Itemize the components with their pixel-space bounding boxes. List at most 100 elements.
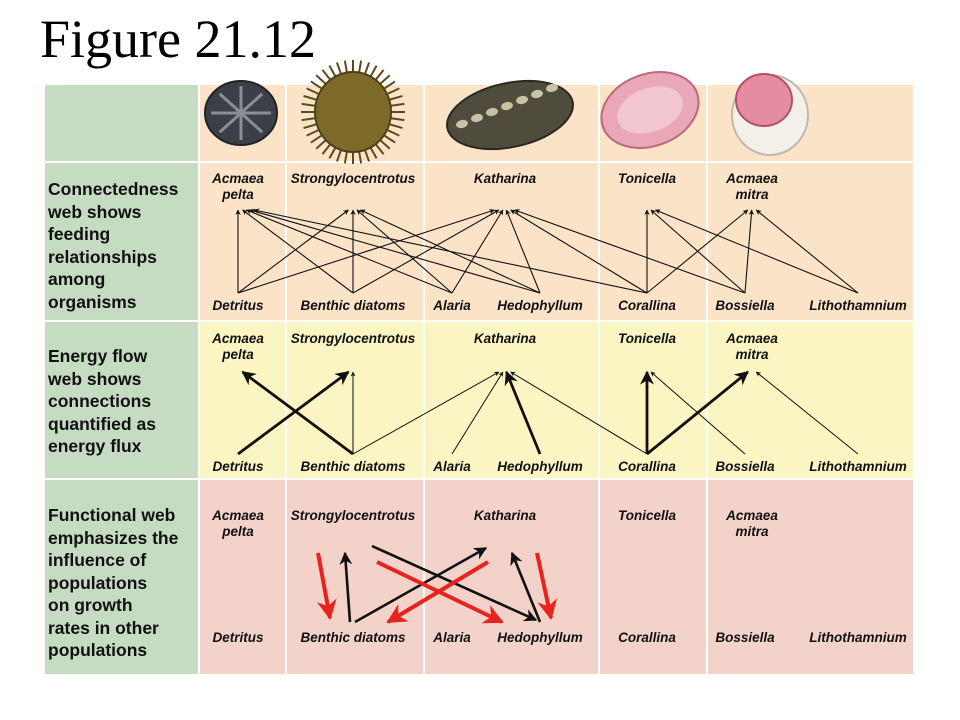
link-lithothamnium-to-acmaea-mitra xyxy=(755,209,859,294)
resource-corallina: Corallina xyxy=(618,298,676,313)
katharina-plate xyxy=(546,83,558,93)
katharina-plate xyxy=(456,119,468,129)
consumer-strongylocentrotus: Strongylocentrotus xyxy=(290,171,416,186)
functional-black-benthic-diatoms-to-strongylocentrotus xyxy=(339,551,353,623)
energy-detritus-to-strongylocentrotus xyxy=(237,370,350,456)
functional-row-cell-5 xyxy=(708,480,913,674)
consumer-katharina: Katharina xyxy=(473,331,537,346)
link-alaria-to-katharina xyxy=(451,209,504,294)
resource-detritus: Detritus xyxy=(212,298,264,313)
link-hedophyllum-to-katharina xyxy=(505,209,541,294)
images-row-label-cell xyxy=(45,85,198,161)
resource-hedophyllum: Hedophyllum xyxy=(497,459,583,474)
resource-corallina: Corallina xyxy=(618,459,676,474)
consumer-acmaea-pelta: Acmaea pelta xyxy=(212,171,264,202)
link-detritus-to-katharina xyxy=(237,208,495,294)
link-alaria-to-acmaea-pelta xyxy=(246,209,453,294)
functional-black-hedophyllum-to-katharina xyxy=(510,551,542,623)
consumer-acmaea-mitra: Acmaea mitra xyxy=(726,508,778,539)
limpet-ridge xyxy=(218,92,243,115)
link-detritus-to-strongylocentrotus xyxy=(237,209,349,294)
energy-row-label: Energy flow web shows connections quanti… xyxy=(48,346,156,456)
connectedness-row-cell-1 xyxy=(200,163,285,320)
functional-row-cell-4 xyxy=(600,480,706,674)
consumer-acmaea-mitra: Acmaea mitra xyxy=(726,331,778,362)
connectedness-row-label: Connectedness web shows feeding relation… xyxy=(48,179,179,312)
resource-alaria: Alaria xyxy=(433,459,471,474)
functional-red-strongylocentrotus-to-hedophyllum xyxy=(376,560,504,624)
link-hedophyllum-to-acmaea-pelta xyxy=(249,208,541,294)
species-images xyxy=(204,60,809,164)
connectedness-row-label-cell xyxy=(45,163,198,320)
energy-row-cell-4 xyxy=(600,322,706,478)
energy-benthic-diatoms-to-acmaea-pelta xyxy=(241,370,354,456)
energy-bossiella-to-tonicella xyxy=(650,371,746,455)
link-bossiella-to-tonicella xyxy=(650,209,746,294)
resource-detritus: Detritus xyxy=(212,459,264,474)
consumer-tonicella: Tonicella xyxy=(617,508,676,523)
katharina-plate xyxy=(501,101,513,111)
resource-detritus: Detritus xyxy=(212,630,264,645)
limpet-ridge xyxy=(239,111,264,134)
consumer-tonicella: Tonicella xyxy=(617,171,676,186)
resource-corallina: Corallina xyxy=(618,630,676,645)
resource-bossiella: Bossiella xyxy=(715,459,775,474)
link-corallina-to-acmaea-pelta xyxy=(253,208,648,294)
consumer-acmaea-pelta: Acmaea pelta xyxy=(212,508,264,539)
resource-benthic-diatoms: Benthic diatoms xyxy=(300,298,406,313)
tonicella-center xyxy=(617,86,683,134)
resource-hedophyllum: Hedophyllum xyxy=(497,298,583,313)
energy-row-label-cell xyxy=(45,322,198,478)
resource-benthic-diatoms: Benthic diatoms xyxy=(300,459,406,474)
consumer-tonicella: Tonicella xyxy=(617,331,676,346)
consumer-acmaea-mitra: Acmaea mitra xyxy=(726,171,778,202)
acmaea-mitra-shell xyxy=(735,73,793,127)
limpet-ridge xyxy=(218,111,243,134)
functional-red-katharina-to-hedophyllum xyxy=(535,552,557,620)
energy-row-cell-3 xyxy=(425,322,598,478)
energy-hedophyllum-to-katharina xyxy=(504,370,542,455)
chiton-katharina-icon xyxy=(446,79,574,151)
consumer-strongylocentrotus: Strongylocentrotus xyxy=(290,331,416,346)
resource-lithothamnium: Lithothamnium xyxy=(809,630,907,645)
functional-red-strongylocentrotus-to-benthic-diatoms xyxy=(316,552,337,620)
link-corallina-to-katharina xyxy=(510,209,648,294)
consumer-strongylocentrotus: Strongylocentrotus xyxy=(290,508,416,523)
functional-row-cell-1 xyxy=(200,480,285,674)
consumer-acmaea-pelta: Acmaea pelta xyxy=(212,331,264,362)
limpet-ridge xyxy=(239,92,264,115)
energy-corallina-to-katharina xyxy=(510,371,648,455)
resource-bossiella: Bossiella xyxy=(715,630,775,645)
consumer-katharina: Katharina xyxy=(473,171,537,186)
link-benthic-diatoms-to-katharina xyxy=(352,209,500,294)
link-lithothamnium-to-tonicella xyxy=(654,209,859,294)
functional-row-cell-2 xyxy=(287,480,423,674)
energy-lithothamnium-to-acmaea-mitra xyxy=(755,371,859,455)
functional-row-cell-3 xyxy=(425,480,598,674)
energy-benthic-diatoms-to-katharina xyxy=(352,371,500,455)
resource-bossiella: Bossiella xyxy=(715,298,775,313)
functional-row-label: Functional web emphasizes the influence … xyxy=(48,505,179,660)
connectedness-row-cell-4 xyxy=(600,163,706,320)
food-web-arrows xyxy=(235,208,859,624)
katharina-plate xyxy=(471,113,483,123)
resource-hedophyllum: Hedophyllum xyxy=(497,630,583,645)
consumer-katharina: Katharina xyxy=(473,508,537,523)
connectedness-row-cell-3 xyxy=(425,163,598,320)
connectedness-row-cell-2 xyxy=(287,163,423,320)
connectedness-row-cell-5 xyxy=(708,163,913,320)
resource-lithothamnium: Lithothamnium xyxy=(809,459,907,474)
resource-alaria: Alaria xyxy=(433,298,471,313)
resource-alaria: Alaria xyxy=(433,630,471,645)
energy-alaria-to-katharina xyxy=(451,371,504,455)
katharina-plate xyxy=(516,95,528,105)
link-bossiella-to-katharina xyxy=(514,209,746,294)
link-benthic-diatoms-to-acmaea-pelta xyxy=(242,209,354,294)
sea-urchin-icon xyxy=(314,71,392,153)
katharina-plate xyxy=(531,89,543,99)
katharina-plate xyxy=(486,107,498,117)
figure-title: Figure 21.12 xyxy=(40,9,316,69)
functional-row-label-cell xyxy=(45,480,198,674)
resource-lithothamnium: Lithothamnium xyxy=(809,298,907,313)
